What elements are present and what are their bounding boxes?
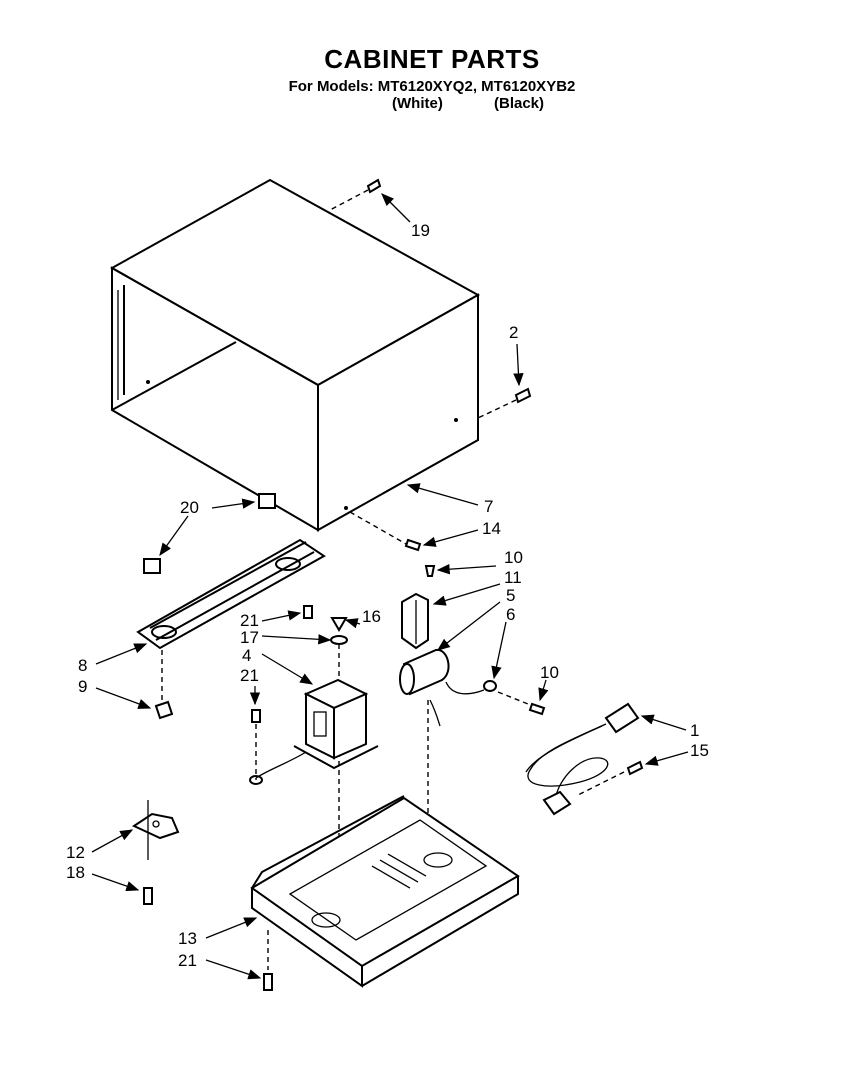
models-line: For Models: MT6120XYQ2, MT6120XYB2	[288, 78, 576, 95]
callout-15: 15	[690, 741, 709, 760]
callout-11: 11	[504, 568, 522, 587]
screws-21	[205, 605, 313, 991]
callout-21-middle: 21	[240, 666, 259, 685]
screw-10-lower	[497, 679, 549, 716]
callout-12: 12	[66, 843, 85, 862]
screw-19	[329, 178, 411, 223]
capacitor-5	[399, 601, 501, 820]
callout-10-upper: 10	[504, 548, 523, 567]
base-plate-13	[205, 795, 520, 988]
callout-6: 6	[506, 605, 515, 624]
feet-20	[143, 493, 276, 574]
rail-bracket-8	[95, 538, 326, 665]
variant-black: (Black)	[494, 95, 545, 112]
part-6	[445, 621, 507, 695]
screw-2	[477, 343, 532, 419]
callout-10-lower: 10	[540, 663, 559, 682]
callout-20: 20	[180, 498, 199, 517]
cabinet-wrapper	[109, 178, 481, 532]
variant-white: (White)	[392, 95, 443, 112]
callout-21-lower: 21	[178, 951, 197, 970]
callout-9: 9	[78, 677, 87, 696]
callout-16: 16	[362, 607, 381, 626]
callout-5: 5	[506, 586, 515, 605]
screw-14	[349, 511, 479, 552]
power-cord-1	[525, 702, 687, 816]
callout-4: 4	[242, 646, 251, 665]
transformer-4	[249, 653, 379, 785]
callout-21-upper: 21	[240, 611, 259, 630]
foot-9	[95, 650, 174, 720]
callout-1: 1	[690, 721, 699, 740]
page-title: CABINET PARTS	[324, 44, 540, 74]
callout-14: 14	[482, 519, 501, 538]
callout-7: 7	[484, 497, 493, 516]
callout-17: 17	[240, 628, 259, 647]
bracket-11	[401, 564, 501, 650]
callout-2: 2	[509, 323, 518, 342]
callout-19: 19	[411, 221, 430, 240]
callout-13: 13	[178, 929, 197, 948]
screw-15	[575, 751, 689, 797]
callout-18: 18	[66, 863, 85, 882]
bracket-12	[91, 800, 180, 905]
callout-8: 8	[78, 656, 87, 675]
